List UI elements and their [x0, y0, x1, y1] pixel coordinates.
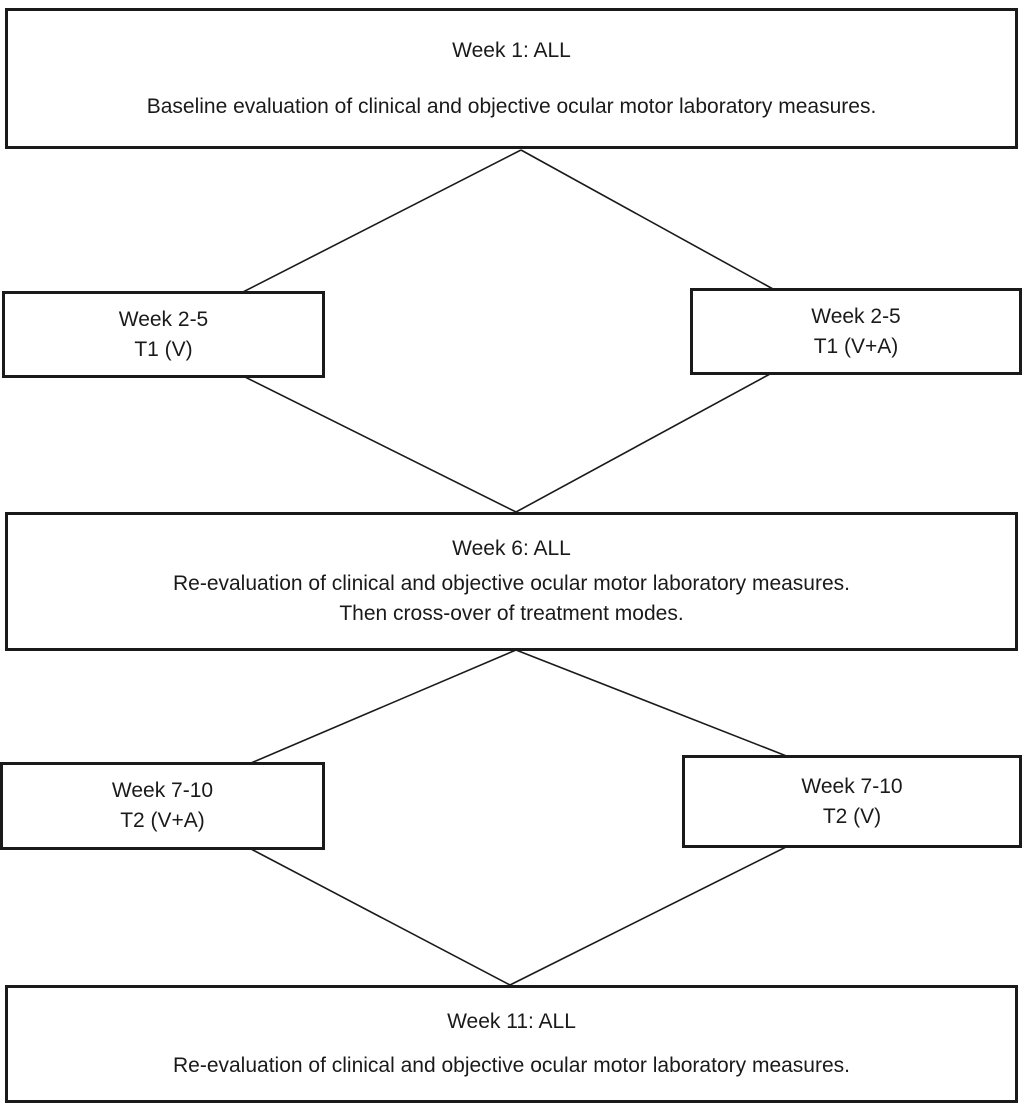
box-week6-body2: Then cross-over of treatment modes. [339, 602, 684, 625]
box-week25-left-body: T1 (V) [134, 337, 193, 361]
connector-right-to-week6 [515, 373, 771, 513]
connector-week1-to-left [242, 149, 522, 293]
box-week1-title: Week 1: ALL [452, 38, 571, 62]
box-week11: Week 11: ALL Re-evaluation of clinical a… [5, 985, 1018, 1103]
connector-right-to-week11 [509, 846, 787, 986]
connector-week1-to-right [520, 149, 774, 290]
box-week6-body: Re-evaluation of clinical and objective … [172, 572, 850, 595]
box-week1: Week 1: ALL Baseline evaluation of clini… [5, 8, 1018, 149]
box-week710-left: Week 7-10 T2 (V+A) [0, 762, 325, 850]
box-week11-body: Re-evaluation of clinical and objective … [172, 1054, 850, 1077]
box-week11-title: Week 11: ALL [447, 1010, 576, 1033]
connector-week6-to-right [515, 649, 790, 758]
box-week6: Week 6: ALL Re-evaluation of clinical an… [5, 512, 1018, 651]
box-week25-left-title: Week 2-5 [118, 307, 209, 331]
connector-left-to-week11 [250, 848, 511, 986]
box-week710-left-title: Week 7-10 [111, 779, 214, 802]
box-week25-right-title: Week 2-5 [811, 304, 901, 328]
box-week710-right-body: T2 (V) [822, 804, 882, 828]
connector-left-to-week6 [244, 376, 517, 513]
box-week25-right-body: T1 (V+A) [813, 334, 899, 358]
connector-week6-to-left [250, 649, 517, 764]
box-week6-title: Week 6: ALL [452, 537, 571, 560]
box-week1-body: Baseline evaluation of clinical and obje… [146, 94, 877, 118]
box-week25-left: Week 2-5 T1 (V) [2, 291, 325, 378]
box-week25-right: Week 2-5 T1 (V+A) [690, 288, 1022, 375]
box-week710-right-title: Week 7-10 [801, 774, 903, 798]
box-week710-left-body: T2 (V+A) [120, 809, 205, 832]
box-week710-right: Week 7-10 T2 (V) [682, 755, 1022, 848]
